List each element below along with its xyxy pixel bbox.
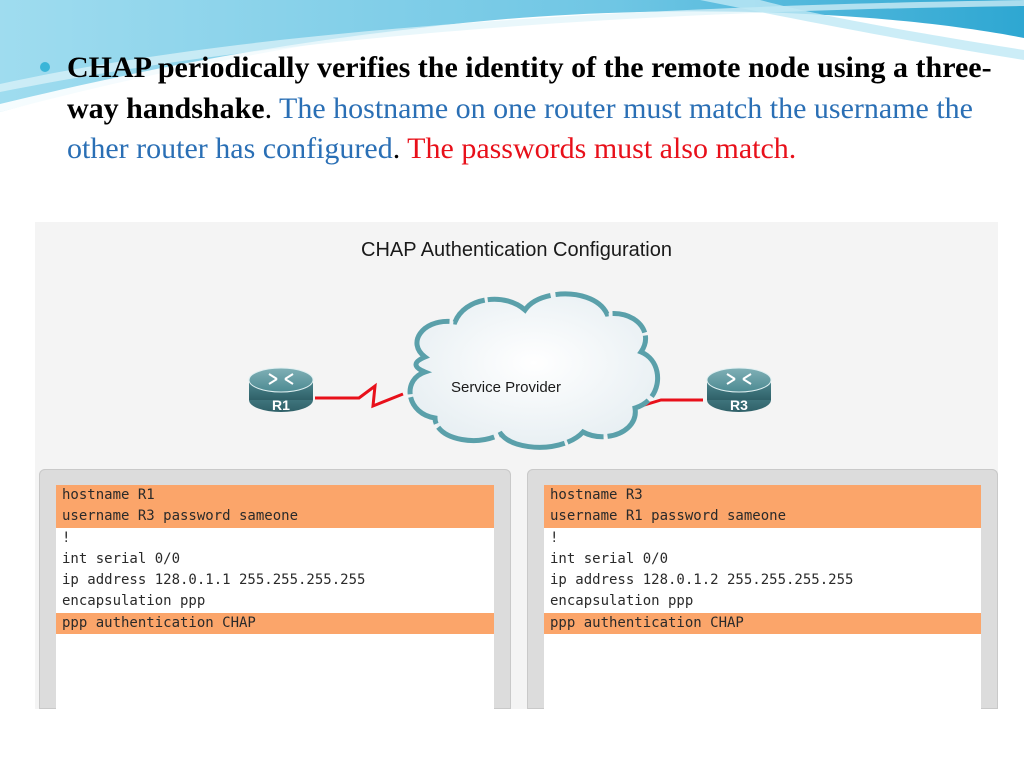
network-topology: Service Provider R1 R3 bbox=[248, 291, 772, 450]
router-icon bbox=[248, 367, 314, 412]
router-icon bbox=[706, 367, 772, 412]
router-label-r3: R3 bbox=[730, 397, 748, 413]
bullet-sep-2: . bbox=[392, 132, 401, 165]
config-line: encapsulation ppp bbox=[62, 593, 206, 610]
config-line: ppp authentication CHAP bbox=[56, 612, 494, 635]
bullet-bold-text: CHAP periodically verifies the identity … bbox=[67, 51, 992, 125]
cloud-icon bbox=[407, 291, 660, 450]
config-line: ! bbox=[550, 529, 559, 546]
cloud-label: Service Provider bbox=[451, 379, 561, 396]
config-line: ! bbox=[62, 529, 71, 546]
router-label-r1: R1 bbox=[272, 397, 290, 413]
config-line: int serial 0/0 bbox=[62, 550, 181, 567]
bullet-sep-1: . bbox=[264, 91, 273, 125]
config-line: username R1 password sameone bbox=[544, 506, 981, 528]
header-swoosh-decoration bbox=[0, 0, 1024, 112]
bullet-blue-text: The hostname on one router must match th… bbox=[67, 91, 973, 166]
config-line: ppp authentication CHAP bbox=[544, 612, 981, 635]
serial-link-left bbox=[315, 382, 404, 409]
bullet-dot-icon bbox=[40, 62, 50, 72]
bullet-red-text: The passwords must also match. bbox=[400, 132, 797, 165]
config-line: ip address 128.0.1.2 255.255.255.255 bbox=[550, 572, 854, 589]
diagram-title: CHAP Authentication Configuration bbox=[361, 239, 672, 261]
config-line: username R3 password sameone bbox=[56, 506, 494, 528]
bullet-text: CHAP periodically verifies the identity … bbox=[67, 48, 1000, 170]
bullet-item: CHAP periodically verifies the identity … bbox=[40, 48, 1000, 170]
config-line: hostname R3 bbox=[544, 485, 981, 507]
config-line: encapsulation ppp bbox=[550, 593, 694, 610]
config-line: hostname R1 bbox=[56, 485, 494, 507]
chap-diagram: Service Provider R1 R3 CHAP Authenticati… bbox=[35, 222, 998, 709]
config-line: int serial 0/0 bbox=[550, 550, 669, 567]
config-line: ip address 128.0.1.1 255.255.255.255 bbox=[62, 572, 366, 589]
